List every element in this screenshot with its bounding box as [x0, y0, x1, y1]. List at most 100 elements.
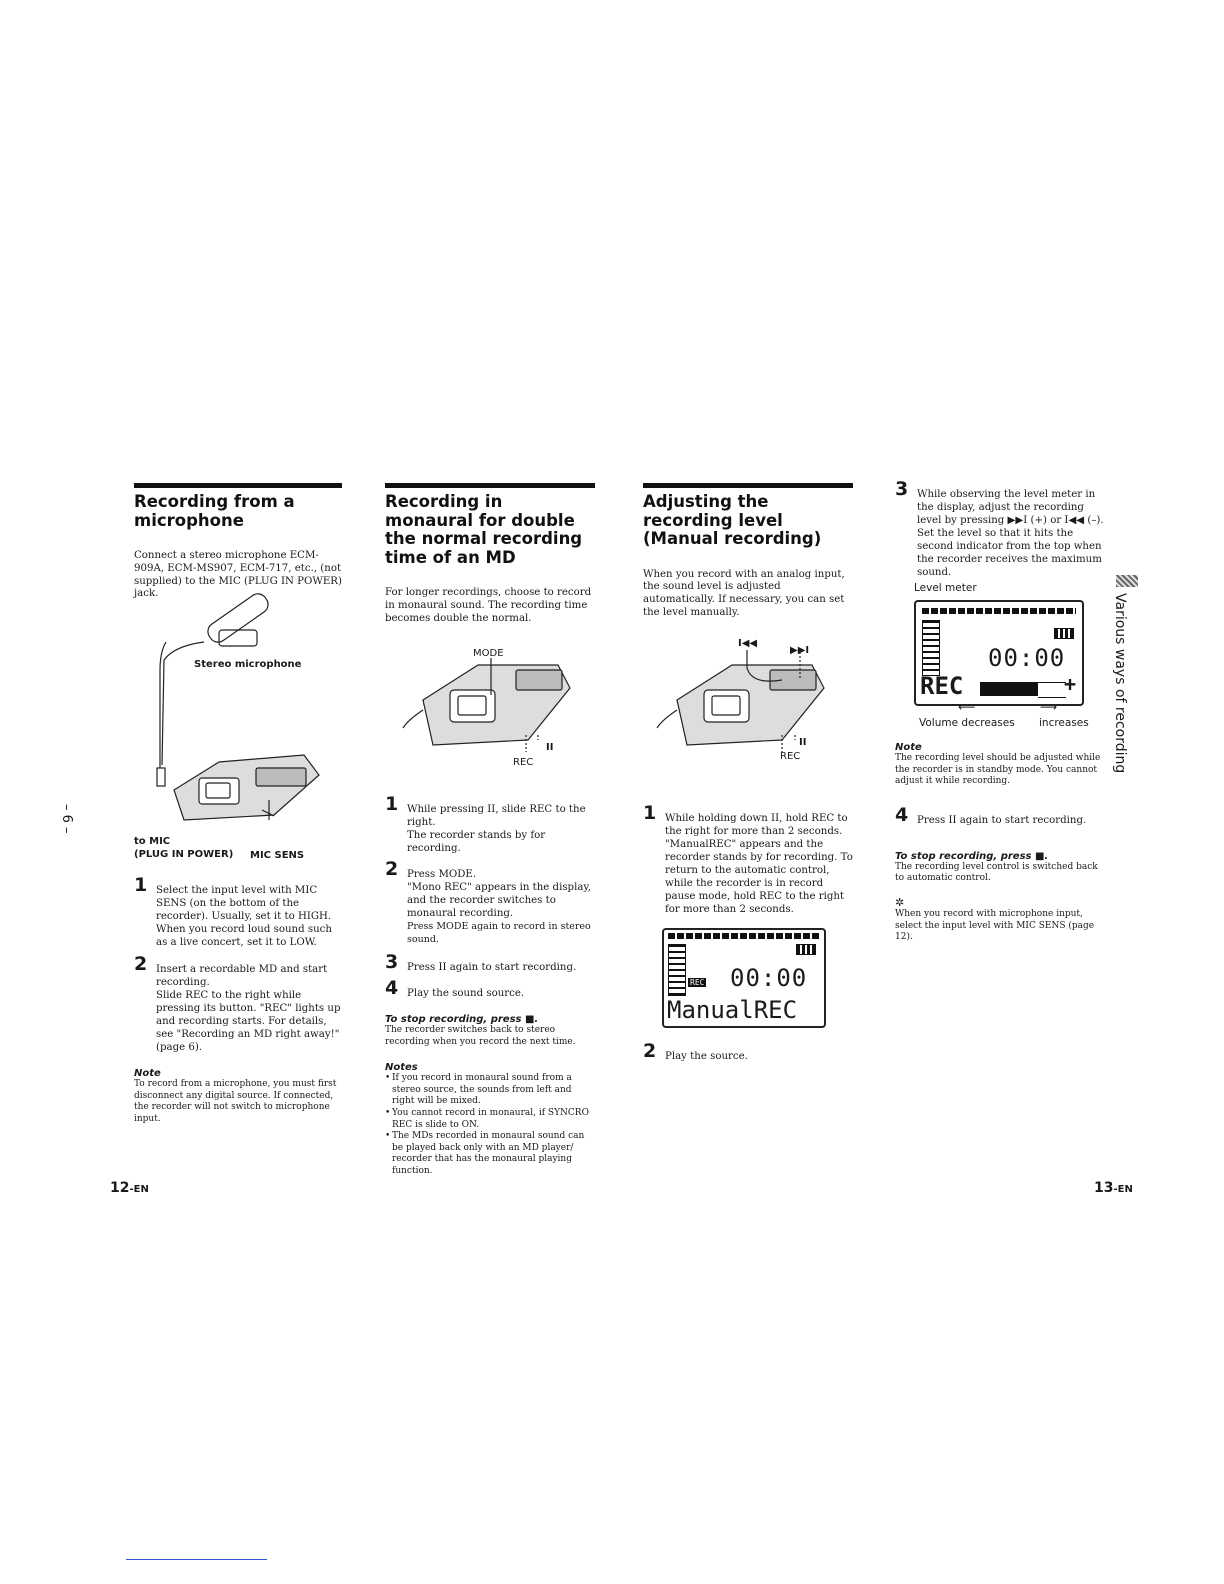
step-4: 4 Play the sound source. [385, 977, 525, 1000]
battery-icon [1054, 628, 1074, 639]
level-bars [668, 944, 686, 996]
label-mic-sens: MIC SENS [250, 850, 305, 861]
plus-sign: + [1064, 672, 1077, 696]
step-text: Play the source. [665, 1051, 748, 1062]
level-bars [922, 620, 940, 676]
step-text: Select the input level with MIC SENS (on… [156, 885, 332, 948]
recorder-level-illustration [652, 640, 832, 770]
step-subtext: "ManualREC" appears and the recorder sta… [665, 839, 853, 915]
section-subtitle: (Manual recording) [643, 529, 822, 548]
section-title: Adjusting the recording level [643, 492, 783, 530]
step-1: 1 Select the input level with MIC SENS (… [134, 874, 332, 949]
step-subtext: The recorder stands by for recording. [407, 830, 546, 854]
note-title: Note [895, 742, 922, 753]
label-rec: REC [513, 757, 534, 768]
page-number-right: 13-EN [1094, 1180, 1133, 1196]
section-title: Recording from a microphone [134, 492, 295, 530]
side-page-number: – 6 – [59, 804, 74, 834]
label-to-mic: to MIC [134, 836, 171, 847]
side-tab-label: Various ways of recording [1112, 593, 1128, 774]
step-4: 4 Press II again to start recording. [895, 803, 1087, 826]
microphone-recorder-icon [156, 593, 320, 821]
stop-text: The recorder switches back to stereo rec… [385, 1025, 576, 1047]
label-pause: II [799, 737, 807, 748]
mode-text: ManualREC [667, 996, 798, 1024]
label-volume-increases: increases [1039, 717, 1089, 729]
arrow-left-icon: ⟵ [958, 700, 976, 714]
step-text: While observing the level meter in the d… [917, 489, 1104, 526]
section-adjusting-level: Adjusting the recording level (Manual re… [643, 483, 853, 620]
col4-lower: Note The recording level should be adjus… [895, 742, 1107, 944]
section-rule [134, 483, 342, 488]
section-rule [643, 483, 853, 488]
label-next: ▶▶I [790, 645, 810, 656]
step-2: 2 Press MODE. "Mono REC" appears in the … [385, 860, 595, 946]
step-text: Press II again to start recording. [917, 814, 1087, 826]
lightbulb-icon: ✲ [895, 895, 905, 909]
label-level-meter: Level meter [914, 582, 977, 594]
label-pause: II [546, 742, 554, 753]
intro-text: Connect a stereo microphone ECM-909A, EC… [134, 550, 342, 600]
intro-text: For longer recordings, choose to record … [385, 587, 592, 624]
steps-col3: 1 While holding down II, hold REC to the… [643, 802, 853, 916]
tip-text: When you record with microphone input, s… [895, 908, 1095, 943]
step-text: Press II again to start recording. [407, 962, 577, 973]
intro-text: When you record with an analog input, th… [643, 568, 845, 618]
note-item: You cannot record in monaural, if SYNCRO… [385, 1108, 595, 1131]
step-text: While pressing II, slide REC to the righ… [407, 804, 586, 828]
step-text: While holding down II, hold REC to the r… [665, 813, 848, 837]
step-text: Press MODE. [407, 869, 477, 880]
level-bar-fill [980, 682, 1038, 696]
arrow-right-icon: ⟶ [1040, 700, 1058, 714]
label-prev: I◀◀ [738, 638, 758, 649]
steps-col4: 3 While observing the level meter in the… [895, 480, 1107, 579]
notes-title: Notes [385, 1062, 418, 1074]
level-segments [668, 933, 820, 939]
section-title: Recording in monaural for double the nor… [385, 492, 583, 567]
steps-col1: 1 Select the input level with MIC SENS (… [134, 874, 342, 1125]
stop-text: The recording level control is switched … [895, 861, 1098, 884]
steps-col2: 1 While pressing II, slide REC to the ri… [385, 795, 595, 1178]
step-3: 3 Press II again to start recording. [385, 951, 577, 974]
note-text: To record from a microphone, you must fi… [134, 1079, 337, 1124]
step-3: 3 While observing the level meter in the… [895, 480, 1107, 579]
stop-title: To stop recording, press ■. [385, 1014, 539, 1025]
step-subtext: "Mono REC" appears in the display, and t… [407, 882, 592, 919]
label-volume-decreases: Volume decreases [919, 717, 1015, 729]
step-subtext: Slide REC to the right while pressing it… [156, 990, 341, 1053]
note-item: The MDs recorded in monaural sound can b… [385, 1131, 595, 1177]
step-2: 2 Insert a recordable MD and start recor… [134, 953, 341, 1054]
note-title: Note [134, 1068, 161, 1079]
manual-rec-display: REC 00:00 ManualREC [662, 928, 826, 1028]
step-text: Play the sound source. [407, 988, 525, 999]
label-mode: MODE [473, 648, 504, 659]
microphone-illustration [144, 590, 334, 840]
recorder-icon [656, 650, 825, 752]
rec-badge: REC [688, 978, 707, 987]
level-bar-track [1038, 682, 1066, 698]
label-stereo-microphone: Stereo microphone [194, 659, 302, 670]
page-number-left: 12-EN [110, 1180, 149, 1196]
stop-title: To stop recording, press ■. [895, 850, 1049, 862]
section-rule [385, 483, 595, 488]
battery-icon [796, 944, 816, 955]
note-text: The recording level should be adjusted w… [895, 753, 1101, 787]
label-rec: REC [780, 751, 801, 762]
level-segments [922, 608, 1076, 614]
step-subtext: Set the level so that it hits the second… [917, 528, 1102, 578]
step-subtext-2: Press MODE again to record in stereo sou… [407, 921, 591, 945]
notes-list: If you record in monaural sound from a s… [385, 1073, 595, 1177]
rec-text: REC [920, 672, 964, 700]
section-monaural-recording: Recording in monaural for double the nor… [385, 483, 595, 625]
tab-marker [1116, 575, 1138, 587]
label-plug-in-power: (PLUG IN POWER) [134, 849, 234, 860]
time-readout: 00:00 [988, 644, 1066, 672]
step-1: 1 While pressing II, slide REC to the ri… [385, 795, 595, 855]
recorder-icon [402, 658, 571, 752]
step-text: Insert a recordable MD and start recordi… [156, 964, 328, 988]
step-1: 1 While holding down II, hold REC to the… [643, 802, 853, 916]
note-item: If you record in monaural sound from a s… [385, 1073, 595, 1108]
section-recording-from-microphone: Recording from a microphone Connect a st… [134, 483, 342, 601]
step-2: 2 Play the source. [643, 1040, 748, 1063]
time-readout: 00:00 [730, 964, 808, 992]
